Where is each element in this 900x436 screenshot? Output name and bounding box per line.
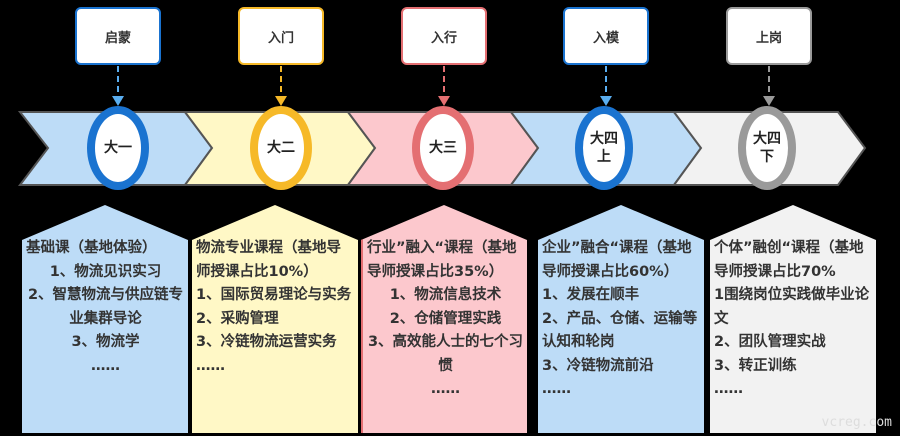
tag-label: 上岗 bbox=[755, 30, 782, 46]
stage-tag-5: 上岗 bbox=[726, 7, 812, 65]
stage-tag-1: 启蒙 bbox=[75, 7, 161, 65]
arrowhead-icon bbox=[112, 96, 124, 106]
panel-title: 个体”融创“课程（基地导师授课占比70% bbox=[714, 240, 864, 280]
year-ring-4: 大四上 bbox=[575, 106, 633, 190]
panel-item: 1、物流见识实习 bbox=[49, 263, 162, 280]
year-ring-2: 大二 bbox=[250, 106, 312, 190]
arrowhead-icon bbox=[600, 96, 612, 106]
panel-item: 3、冷链物流前沿 bbox=[542, 357, 654, 374]
panel-item: 1、物流信息技术 bbox=[389, 287, 502, 303]
dashed-arrow-1 bbox=[117, 66, 119, 102]
stage-tag-4: 入模 bbox=[563, 7, 649, 65]
course-panel-5: 个体”融创“课程（基地导师授课占比70% 1围绕岗位实践做毕业论文 2、团队管理… bbox=[710, 205, 876, 433]
year-label: 大一 bbox=[104, 140, 132, 156]
dashed-arrow-3 bbox=[443, 66, 445, 102]
panel-ellipsis: …… bbox=[91, 357, 120, 374]
dashed-arrow-2 bbox=[280, 66, 282, 102]
course-panel-2: 物流专业课程（基地导师授课占比10%） 1、国际贸易理论与实务 2、采购管理 3… bbox=[192, 205, 358, 433]
panel-item: 2、产品、仓储、运输等认知和轮岗 bbox=[542, 310, 698, 351]
year-label: 大二 bbox=[267, 140, 295, 156]
stage-tag-2: 入门 bbox=[238, 7, 324, 65]
course-panel-4: 企业”融合“课程（基地导师授课占比60%） 1、发展在顺丰 2、产品、仓储、运输… bbox=[538, 205, 704, 433]
course-panel-1: 基础课（基地体验） 1、物流见识实习 2、智慧物流与供应链专业集群导论 3、物流… bbox=[22, 205, 188, 433]
year-ring-1: 大一 bbox=[87, 106, 149, 190]
panel-item: 3、转正训练 bbox=[714, 357, 797, 374]
panel-item: 2、采购管理 bbox=[196, 310, 279, 327]
panel-item: 1、国际贸易理论与实务 bbox=[196, 287, 352, 303]
stage-tag-3: 入行 bbox=[401, 7, 487, 65]
year-label: 大四上 bbox=[590, 131, 618, 165]
panel-item: 2、团队管理实战 bbox=[714, 334, 826, 350]
tag-label: 入门 bbox=[267, 30, 294, 46]
tag-label: 启蒙 bbox=[104, 30, 131, 46]
panel-item: 1围绕岗位实践做毕业论文 bbox=[714, 287, 870, 327]
panel-item: 2、智慧物流与供应链专业集群导论 bbox=[27, 287, 184, 327]
panel-item: 2、仓储管理实践 bbox=[389, 310, 502, 327]
tag-label: 入模 bbox=[592, 30, 619, 46]
year-label: 大三 bbox=[429, 140, 457, 156]
panel-title: 物流专业课程（基地导师授课占比10%） bbox=[196, 240, 341, 280]
panel-title: 行业”融入“课程（基地导师授课占比35%） bbox=[367, 240, 517, 280]
year-ring-3: 大三 bbox=[412, 106, 474, 190]
panel-ellipsis: …… bbox=[714, 381, 743, 397]
panel-title: 企业”融合“课程（基地导师授课占比60%） bbox=[542, 240, 692, 280]
arrowhead-icon bbox=[275, 96, 287, 106]
dashed-arrow-5 bbox=[768, 66, 770, 102]
panel-ellipsis: …… bbox=[431, 381, 460, 397]
panel-item: 3、高效能人士的七个习惯 bbox=[367, 334, 524, 374]
panel-ellipsis: …… bbox=[542, 381, 571, 397]
panel-item: 1、发展在顺丰 bbox=[542, 287, 640, 303]
panel-ellipsis: …… bbox=[196, 357, 225, 374]
dashed-arrow-4 bbox=[605, 66, 607, 102]
panel-item: 3、冷链物流运营实务 bbox=[196, 334, 337, 350]
course-panel-3: 行业”融入“课程（基地导师授课占比35%） 1、物流信息技术 2、仓储管理实践 … bbox=[361, 205, 527, 433]
year-label: 大四下 bbox=[753, 131, 781, 165]
arrowhead-icon bbox=[438, 96, 450, 106]
watermark: vcreg.com bbox=[821, 415, 892, 430]
tag-label: 入行 bbox=[430, 30, 457, 46]
arrowhead-icon bbox=[763, 96, 775, 106]
panel-title: 基础课（基地体验） bbox=[26, 240, 157, 256]
year-ring-5: 大四下 bbox=[738, 106, 796, 190]
panel-item: 3、物流学 bbox=[71, 334, 140, 350]
